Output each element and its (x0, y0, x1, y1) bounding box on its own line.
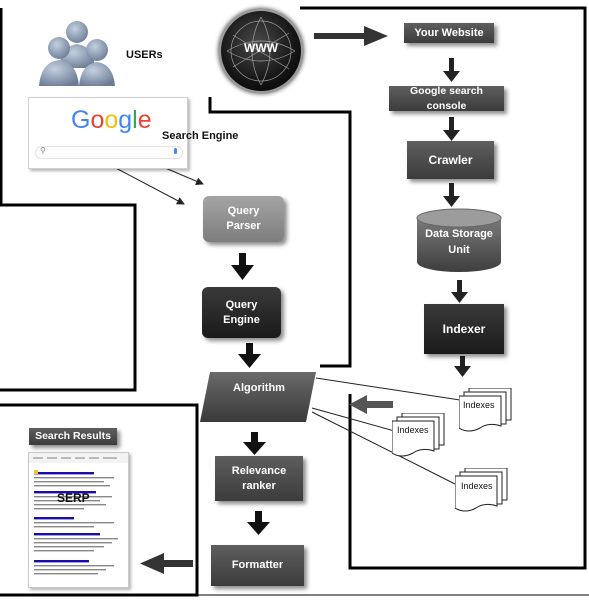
right-column-arrows (443, 58, 471, 377)
serp-label: SERP (57, 491, 90, 505)
frame-lines (0, 6, 589, 597)
google-logo-letter: G (71, 106, 91, 134)
mic-icon (174, 148, 177, 154)
algorithm-label: Algorithm (233, 382, 285, 394)
www-label: WWW (244, 41, 278, 55)
google-logo-letter: g (118, 106, 133, 134)
google-logo-letter: l (132, 106, 138, 134)
google-search-box[interactable]: Google ⚲ (28, 97, 188, 169)
google-logo: Google (71, 106, 152, 135)
google-logo-letter: o (90, 106, 105, 134)
google-logo-letter: e (137, 106, 152, 134)
google-logo-letter: o (104, 106, 119, 134)
relevance-ranker-box[interactable]: Relevance ranker (215, 456, 303, 501)
query-engine-label: Query Engine (223, 298, 260, 326)
arrow-indexes-to-algorithm (349, 395, 393, 414)
indexes-label-top: Indexes (463, 400, 495, 410)
data-storage-cylinder[interactable] (415, 208, 503, 274)
indexes-label-mid: Indexes (397, 425, 429, 435)
serp-thumbnail (29, 453, 128, 575)
query-engine-box[interactable]: Query Engine (202, 287, 281, 338)
google-search-console-box[interactable]: Google search console (389, 85, 504, 112)
search-results-box: Search Results (29, 428, 117, 445)
crawler-box[interactable]: Crawler (407, 141, 494, 179)
www-globe[interactable]: WWW (218, 8, 304, 94)
algorithm-shape[interactable] (200, 371, 318, 423)
query-parser-box[interactable]: Query Parser (203, 196, 284, 242)
your-website-box[interactable]: Your Website (404, 23, 494, 43)
arrow-www-to-website (314, 26, 388, 46)
relevance-ranker-label: Relevance ranker (231, 464, 287, 492)
globe-network-icon (226, 16, 296, 86)
center-column-arrows (231, 253, 270, 535)
indexer-box[interactable]: Indexer (424, 304, 504, 354)
users-label: USERs (126, 49, 163, 61)
data-storage-label: Data Storage Unit (425, 228, 493, 256)
search-icon: ⚲ (40, 146, 46, 155)
search-bar[interactable]: ⚲ (35, 146, 183, 159)
formatter-box[interactable]: Formatter (211, 545, 304, 586)
indexes-label-bottom: Indexes (461, 481, 493, 491)
indexes-stack-mid (392, 413, 445, 457)
users-icon (39, 21, 115, 86)
arrow-formatter-to-serp (140, 553, 193, 574)
serp-screenshot: SERP (28, 452, 129, 588)
query-parser-label: Query Parser (226, 205, 261, 232)
indexes-stack-top (459, 388, 512, 432)
indexes-stack-bottom (455, 468, 508, 512)
search-engine-label: Search Engine (162, 130, 239, 142)
lines-algorithm-to-indexes (311, 377, 461, 485)
